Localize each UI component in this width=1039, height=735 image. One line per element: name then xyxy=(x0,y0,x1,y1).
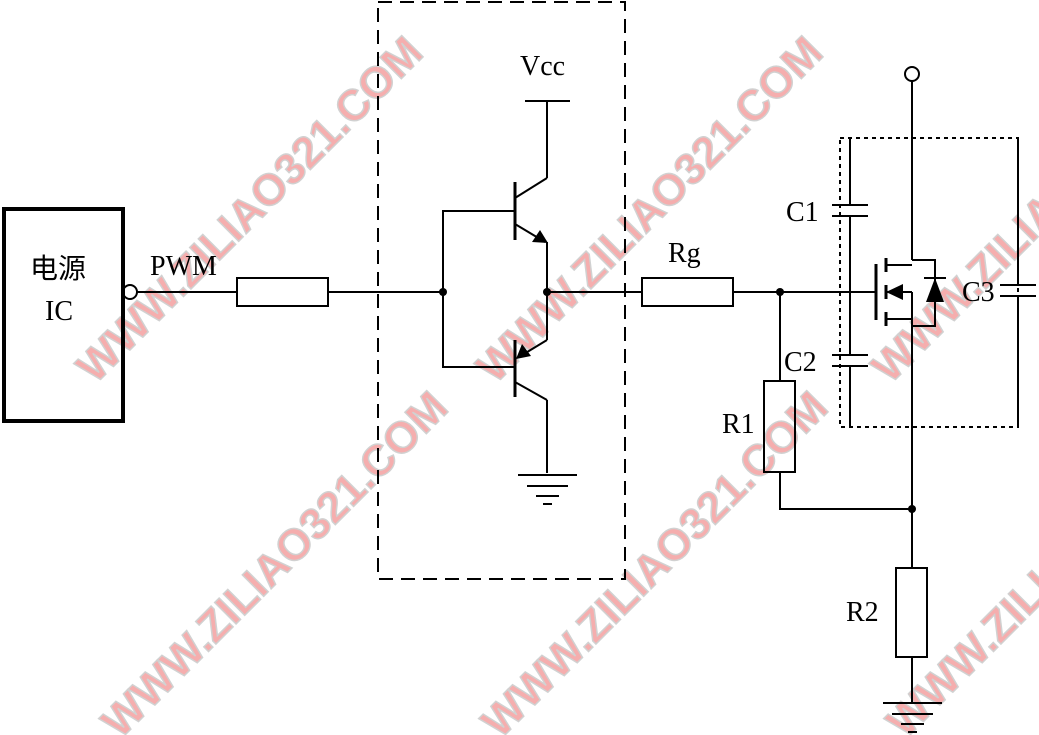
c1-label: C1 xyxy=(786,197,819,228)
watermark-4: WWW.ZILIAO321.COM xyxy=(92,382,457,735)
power-ic-box xyxy=(2,207,125,423)
mosfet xyxy=(874,258,946,380)
pnp-transistor xyxy=(513,292,548,473)
vcc-label: Vcc xyxy=(520,51,565,82)
watermarks: WWW.ZILIAO321.COM WWW.ZILIAO321.COM WWW.… xyxy=(67,27,1039,735)
wire-r1-to-source xyxy=(779,472,912,510)
resistor-r2 xyxy=(895,567,928,658)
ic-label-line1: 电源 xyxy=(30,253,86,285)
input-resistor xyxy=(236,277,329,307)
wire-base-upper xyxy=(442,210,515,292)
ground-symbol-source xyxy=(883,702,942,733)
ground-symbol-driver xyxy=(518,474,577,505)
watermark-6: WWW.ZILIAO321.COM xyxy=(877,382,1039,735)
r2-label: R2 xyxy=(846,597,879,628)
r1-label: R1 xyxy=(722,409,755,440)
ic-label-line2: IC xyxy=(45,296,73,327)
capacitor-c1 xyxy=(832,138,868,292)
driver-dashed-box xyxy=(377,1,626,580)
gate-resistor-rg xyxy=(641,277,734,307)
c3-label: C3 xyxy=(962,277,995,308)
rg-label: Rg xyxy=(668,238,701,269)
watermark-3: WWW.ZILIAO321.COM xyxy=(862,27,1039,392)
wire-base-lower xyxy=(442,292,515,368)
capacitor-c3 xyxy=(1000,138,1036,427)
source-node-dot xyxy=(908,505,916,513)
c2-label: C2 xyxy=(784,347,817,378)
capacitor-c2 xyxy=(832,292,868,427)
npn-transistor xyxy=(513,177,548,292)
watermark-5: WWW.ZILIAO321.COM xyxy=(472,382,837,735)
pwm-label: PWM xyxy=(150,251,217,282)
drain-terminal xyxy=(904,66,920,82)
